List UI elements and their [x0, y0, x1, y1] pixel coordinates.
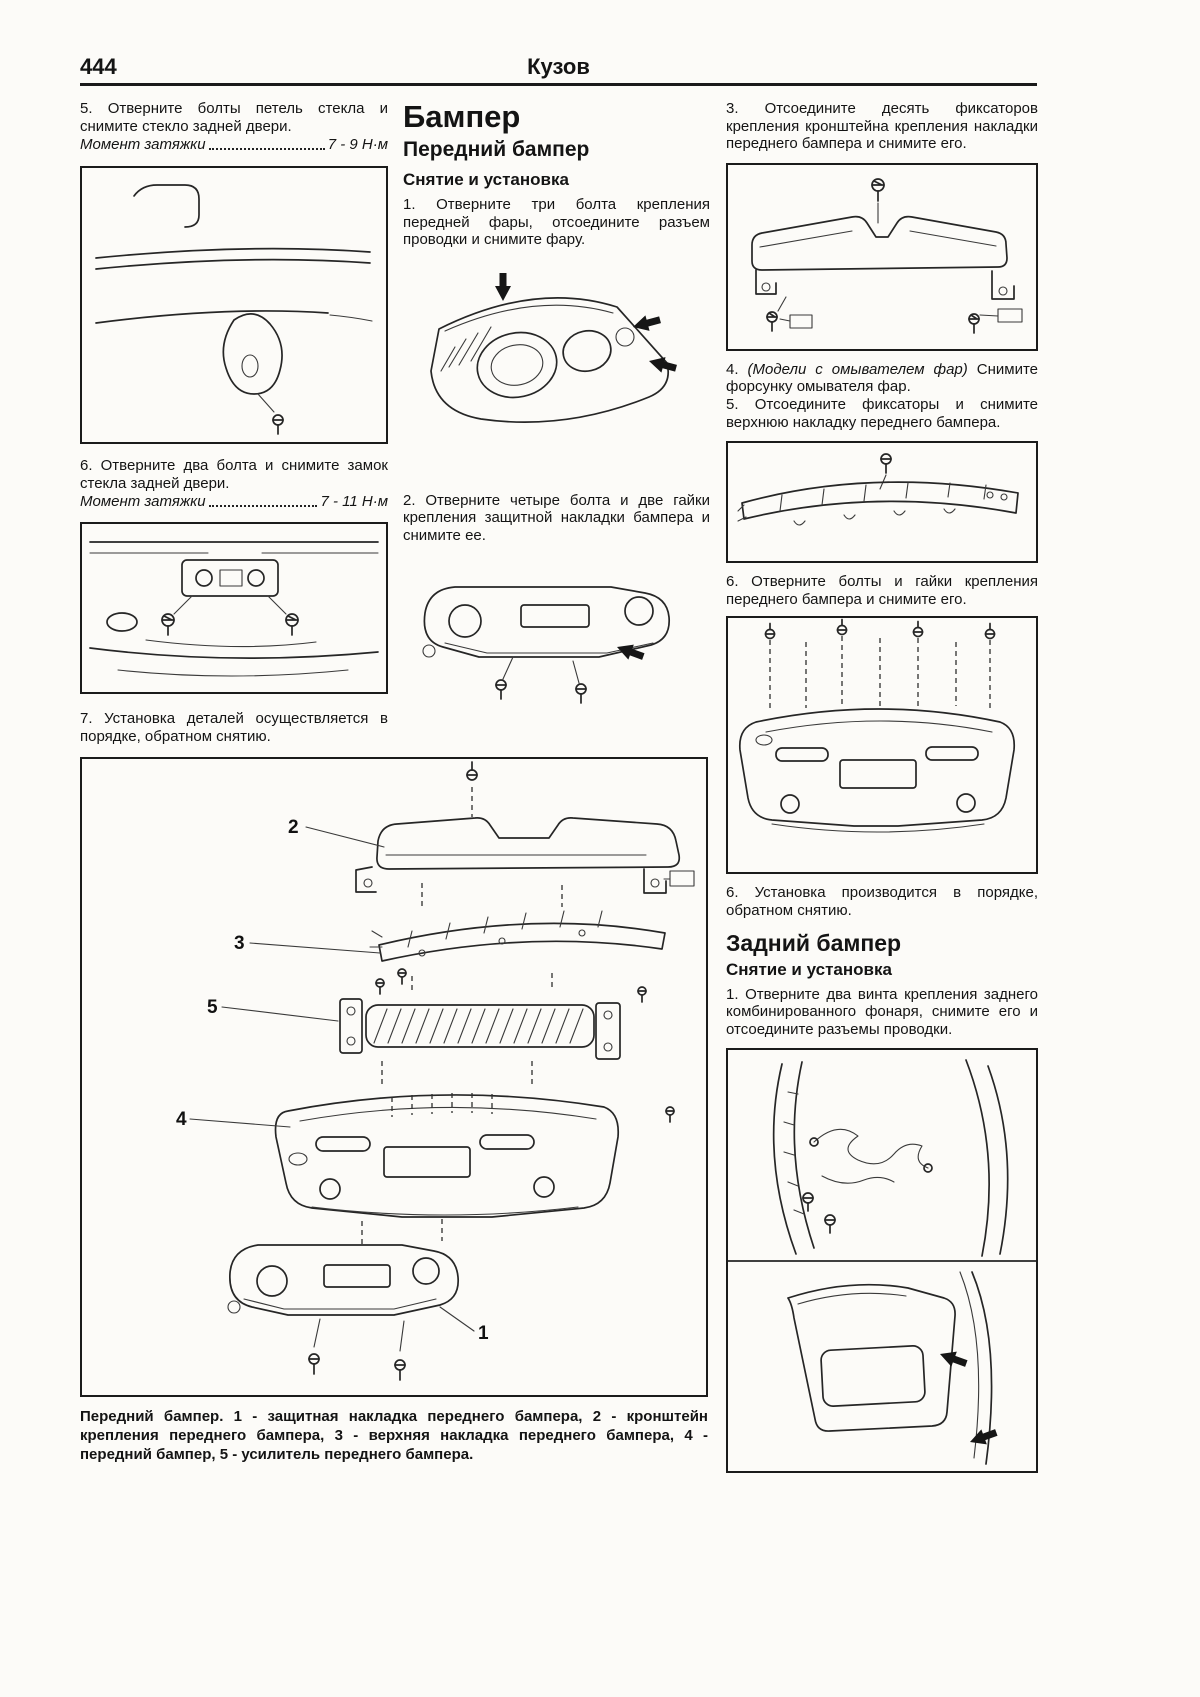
step-6-bumper-bolts: 6. Отверните болты и гайки крепления пер… — [726, 573, 1038, 608]
step-4-washer-nozzle: 4. (Модели с омывателем фар) Снимите фор… — [726, 361, 1038, 396]
part-label-4: 4 — [176, 1109, 187, 1130]
guard-plate-illustration — [422, 585, 671, 704]
door-glass-lock-illustration — [89, 541, 379, 677]
heading-removal-installation: Снятие и установка — [403, 170, 569, 189]
front-bumper-illustration — [738, 618, 1016, 833]
figure-caption: Передний бампер. 1 - защитная накладка п… — [80, 1408, 708, 1463]
rear-light-illustration — [728, 1059, 1036, 1466]
upper-cover-illustration — [737, 453, 1019, 526]
subsection-rear-bumper: Задний бампер — [726, 929, 902, 956]
step-2-guard-plate: 2. Отверните четыре болта и две гайки кр… — [403, 491, 710, 544]
page-header: 444 Кузов — [80, 52, 1037, 86]
left-column: 5. Отверните болты петель стекла и сними… — [80, 100, 388, 746]
figure-headlight-removal — [403, 262, 710, 478]
page-title: Кузов — [527, 54, 590, 79]
torque-value: 7 - 9 Н·м — [327, 136, 388, 154]
step-5-upper-cover: 5. Отсоедините фиксаторы и снимите верхн… — [726, 395, 1038, 431]
torque-value: 7 - 11 Н·м — [320, 493, 388, 511]
part-label-5: 5 — [207, 997, 218, 1018]
figure-rear-combination-light — [726, 1048, 1038, 1474]
part-label-3: 3 — [234, 933, 245, 954]
door-glass-hinge-illustration — [95, 184, 373, 436]
torque-spec-glass-lock: Момент затяжки 7 - 11 Н·м — [80, 493, 388, 511]
step-4-model-note: (Модели с омывателем фар) — [747, 360, 968, 378]
rear-step-1-combination-light: 1. Отверните два винта крепления заднего… — [726, 985, 1038, 1038]
front-bumper-exploded-section: 2 3 — [80, 757, 708, 1464]
part-label-2: 2 — [288, 817, 299, 838]
step-7-installation: 7. Установка деталей осуществляется в по… — [80, 710, 388, 745]
bracket-clips-illustration — [751, 177, 1023, 334]
figure-guard-plate-removal — [403, 554, 710, 705]
step-6b-installation: 6. Установка производится в порядке, обр… — [726, 884, 1038, 919]
section-title-bumper: Бампер — [403, 99, 521, 134]
dot-leader — [208, 148, 325, 151]
step-4-text: Снимите форсунку омывателя фар. — [726, 360, 1038, 396]
dot-leader — [208, 505, 318, 508]
step-number: 4. — [726, 360, 739, 378]
subsection-front-bumper: Передний бампер — [403, 138, 590, 161]
torque-label: Момент затяжки — [80, 493, 206, 511]
step-5-rear-door-glass: 5. Отверните болты петель стекла и сними… — [80, 100, 388, 135]
part-label-1: 1 — [478, 1323, 489, 1344]
heading-removal-installation-rear: Снятие и установка — [726, 959, 892, 979]
step-1-headlight: 1. Отверните три болта крепления передне… — [403, 196, 710, 249]
figure-front-bumper-bolts — [726, 616, 1038, 875]
right-column: 3. Отсоедините десять фиксаторов креплен… — [726, 100, 1038, 1474]
front-bumper-exploded-illustration: 2 3 — [176, 761, 695, 1381]
page-number: 444 — [80, 54, 117, 79]
figure-door-glass-hinge — [80, 166, 388, 445]
torque-spec-glass-hinges: Момент затяжки 7 - 9 Н·м — [80, 136, 388, 154]
headlight-illustration — [430, 272, 677, 423]
torque-label: Момент затяжки — [80, 136, 206, 154]
figure-bumper-bracket-clips — [726, 162, 1038, 351]
figure-bumper-upper-cover — [726, 441, 1038, 564]
step-6-glass-lock: 6. Отверните два болта и снимите замок с… — [80, 457, 388, 492]
step-3-bracket-clips: 3. Отсоедините десять фиксаторов креплен… — [726, 100, 1038, 153]
figure-door-glass-lock — [80, 522, 388, 695]
figure-front-bumper-exploded: 2 3 — [80, 757, 708, 1397]
middle-column: Бампер Передний бампер Снятие и установк… — [403, 100, 710, 705]
